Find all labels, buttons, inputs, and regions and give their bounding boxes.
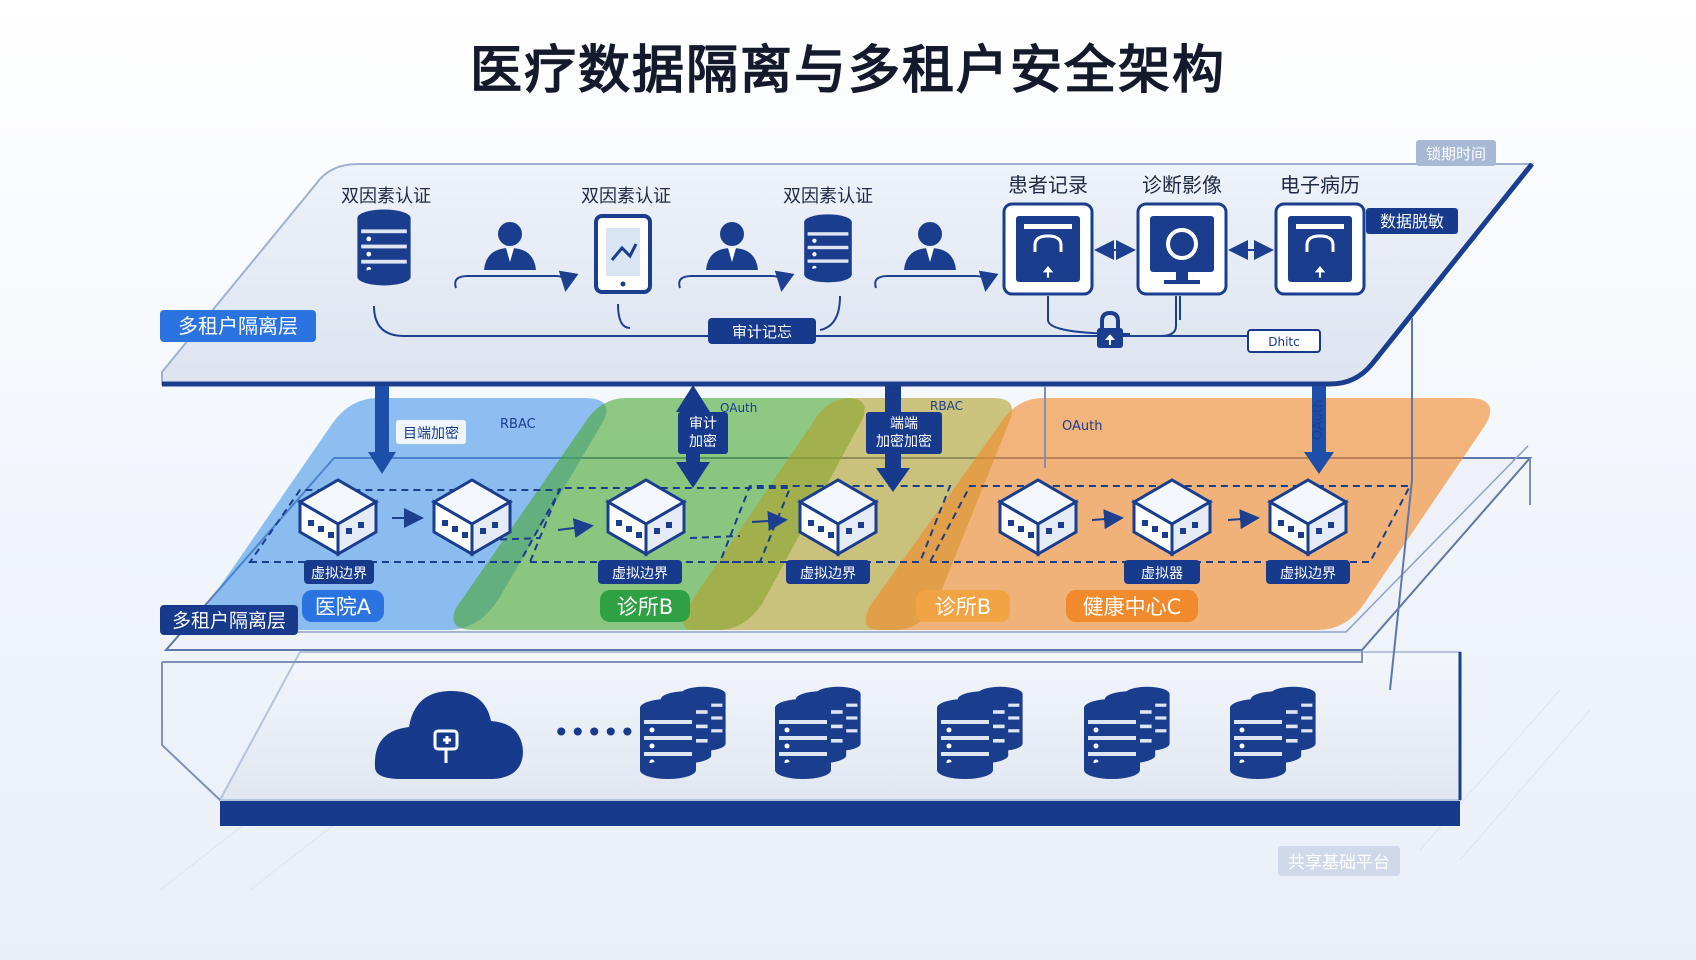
svg-text:医院A: 医院A xyxy=(315,595,372,619)
connector-label-end-encrypt: 目端加密 xyxy=(396,420,466,444)
tenant-name-clinic-b-2: 诊所B xyxy=(916,590,1010,622)
record-label: 诊断影像 xyxy=(1142,173,1222,197)
ehr-icon xyxy=(1274,202,1366,296)
database-icon xyxy=(804,214,852,283)
svg-text:虚拟边界: 虚拟边界 xyxy=(311,566,367,582)
svg-text:加密加密: 加密加密 xyxy=(876,433,932,450)
record-link-arrows xyxy=(1047,240,1274,335)
small-tag: Dhitc xyxy=(1247,329,1321,353)
record-label: 患者记录 xyxy=(1008,173,1088,197)
svg-text:多租户隔离层: 多租户隔离层 xyxy=(178,314,298,338)
audit-flow-line xyxy=(373,295,1260,337)
svg-text:锁期时间: 锁期时间 xyxy=(1426,145,1486,163)
middle-layer-label: 多租户隔离层 xyxy=(160,605,298,635)
svg-text:虚拟边界: 虚拟边界 xyxy=(800,566,856,582)
tablet-icon xyxy=(594,214,652,294)
connector-label-end-encrypt-2: 端端 加密加密 xyxy=(866,412,942,454)
svg-text:目端加密: 目端加密 xyxy=(403,425,459,442)
boundary-label: 虚拟边界 xyxy=(1266,560,1350,584)
record-label: 电子病历 xyxy=(1280,173,1360,197)
ellipsis-dots: ••••• xyxy=(553,716,636,749)
tenant-flow-arrows xyxy=(392,508,1260,538)
svg-text:审计: 审计 xyxy=(689,416,717,432)
auth-label: 双因素认证 xyxy=(783,186,873,207)
corner-time-tag: 锁期时间 xyxy=(1416,140,1496,166)
page-title: 医疗数据隔离与多租户安全架构 xyxy=(469,41,1226,101)
svg-text:虚拟器: 虚拟器 xyxy=(1141,566,1183,582)
svg-text:审计记忘: 审计记忘 xyxy=(732,323,792,341)
patient-record-icon xyxy=(1002,202,1094,296)
svg-text:健康中心C: 健康中心C xyxy=(1083,595,1182,619)
svg-text:多租户隔离层: 多租户隔离层 xyxy=(172,610,286,632)
svg-text:虚拟边界: 虚拟边界 xyxy=(612,566,668,582)
connector-label-rbac-2: RBAC xyxy=(930,399,963,413)
svg-text:诊所B: 诊所B xyxy=(935,595,991,619)
shared-platform-tag: 共享基础平台 xyxy=(1278,846,1400,876)
auth-label: 双因素认证 xyxy=(341,186,431,207)
svg-text:共享基础平台: 共享基础平台 xyxy=(1288,853,1390,873)
audit-log-tag: 审计记忘 xyxy=(708,318,816,344)
svg-text:虚拟边界: 虚拟边界 xyxy=(1280,566,1336,582)
svg-text:数据脱敏: 数据脱敏 xyxy=(1380,212,1444,231)
connector-label-oauth-b: OAuth xyxy=(1062,419,1102,434)
connector-label-oauth-c: OAuth xyxy=(1311,400,1326,440)
top-layer-label: 多租户隔离层 xyxy=(160,310,316,342)
boundary-label: 虚拟边界 xyxy=(598,560,682,584)
boundary-label: 虚拟边界 xyxy=(304,560,374,584)
tenant-name-clinic-b: 诊所B xyxy=(600,590,690,622)
tenant-name-hospital-a: 医院A xyxy=(302,590,384,622)
connector-label-audit-encrypt: 审计 加密 xyxy=(678,412,728,454)
svg-text:Dhitc: Dhitc xyxy=(1268,335,1299,349)
auth-label: 双因素认证 xyxy=(581,186,671,207)
svg-text:端端: 端端 xyxy=(890,416,918,432)
auth-flow-arrows xyxy=(454,270,999,292)
svg-text:诊所B: 诊所B xyxy=(617,595,673,619)
connector-label-oauth: OAuth xyxy=(720,401,757,415)
boundary-label: 虚拟器 xyxy=(1124,560,1200,584)
database-icon xyxy=(357,209,411,286)
diagnostic-image-icon xyxy=(1136,202,1228,296)
cloud-icon xyxy=(374,691,523,779)
data-masking-tag: 数据脱敏 xyxy=(1366,208,1458,234)
connector-label-rbac: RBAC xyxy=(500,417,536,432)
svg-text:加密: 加密 xyxy=(689,433,717,450)
tenant-name-health-center-c: 健康中心C xyxy=(1066,590,1198,622)
boundary-label: 虚拟边界 xyxy=(786,560,870,584)
